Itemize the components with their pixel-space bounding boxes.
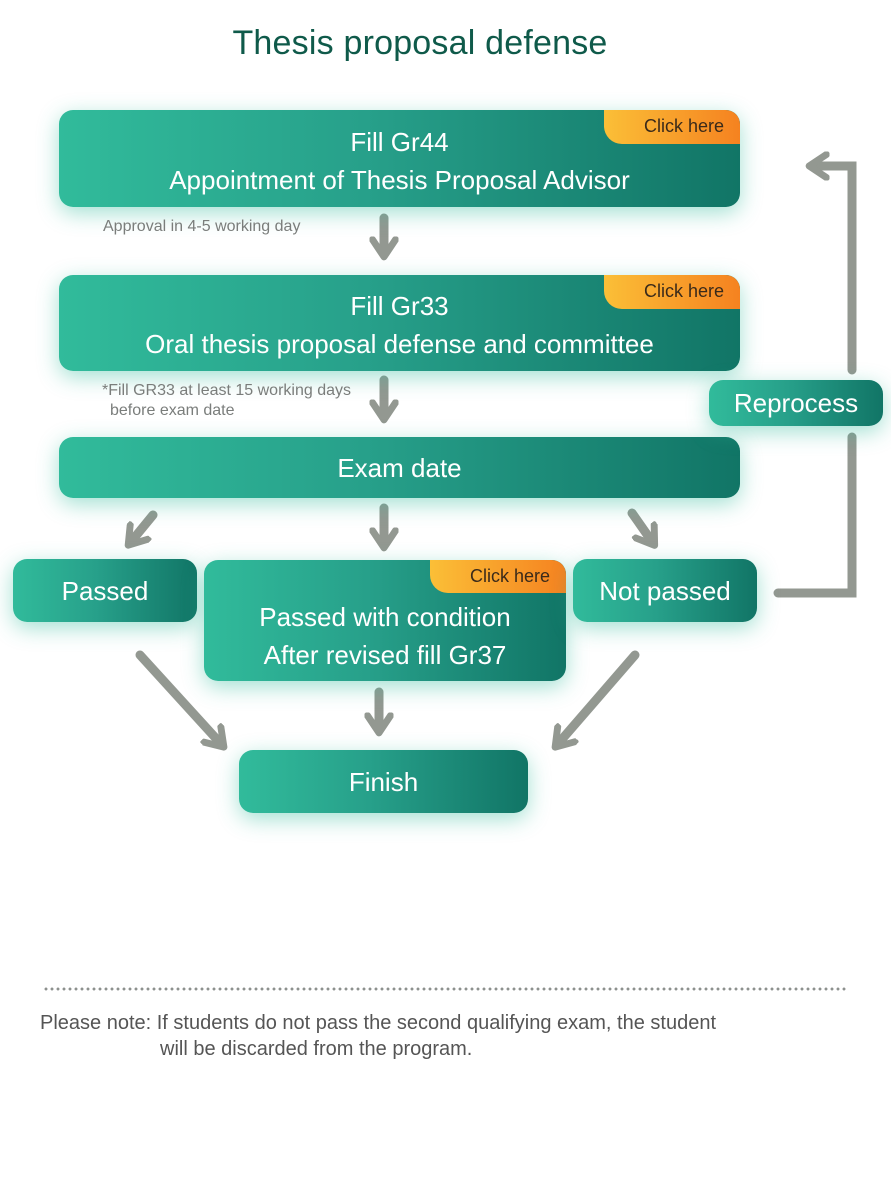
- gr44-click-here-button[interactable]: Click here: [603, 110, 740, 144]
- arrow-exam-to-not-passed: [627, 508, 653, 543]
- footnote-line2: will be discarded from the program.: [160, 1038, 473, 1060]
- footnote: Please note: If students do not pass the…: [40, 1010, 716, 1062]
- arrow-reprocess-to-gr44: [812, 166, 857, 375]
- step-passed-with-condition: Click here Passed with condition After r…: [204, 560, 566, 681]
- gr33-description: Oral thesis proposal defense and committ…: [145, 329, 654, 359]
- line-not-passed-to-reprocess: [773, 432, 857, 598]
- dotted-divider: [43, 987, 848, 991]
- page-title: Thesis proposal defense: [232, 24, 608, 62]
- arrow-passed-to-finish: [135, 650, 222, 745]
- reprocess-label: Reprocess: [733, 388, 859, 418]
- finish-label: Finish: [348, 766, 419, 797]
- gr33-title: Fill Gr33: [350, 291, 449, 321]
- gr44-title: Fill Gr44: [350, 126, 449, 157]
- step-reprocess: Reprocess: [709, 380, 883, 426]
- gr33-note-line1: *Fill GR33 at least 15 working days: [102, 382, 351, 399]
- gr44-approval-note: Approval in 4-5 working day: [103, 218, 301, 235]
- step-gr33: Click here Fill Gr33 Oral thesis proposa…: [59, 275, 740, 371]
- gr44-description: Appointment of Thesis Proposal Advisor: [169, 164, 630, 195]
- arrow-not-passed-to-finish: [557, 650, 640, 745]
- condition-click-here-button[interactable]: Click here: [429, 560, 566, 593]
- gr33-note-line2: before exam date: [110, 402, 235, 419]
- exam-date-label: Exam date: [337, 452, 462, 483]
- step-exam-date: Exam date: [59, 437, 740, 498]
- step-not-passed: Not passed: [573, 559, 757, 622]
- condition-title: Passed with condition: [259, 601, 511, 632]
- gr33-click-here-button[interactable]: Click here: [603, 275, 740, 309]
- footnote-line1: Please note: If students do not pass the…: [40, 1012, 716, 1034]
- step-gr44: Click here Fill Gr44 Appointment of Thes…: [59, 110, 740, 207]
- passed-label: Passed: [61, 575, 149, 606]
- not-passed-label: Not passed: [599, 575, 731, 606]
- arrow-exam-to-passed: [130, 510, 158, 543]
- condition-description: After revised fill Gr37: [263, 639, 507, 670]
- gr33-deadline-note: *Fill GR33 at least 15 working days befo…: [102, 381, 351, 421]
- step-finish: Finish: [239, 750, 528, 813]
- step-passed: Passed: [13, 559, 197, 622]
